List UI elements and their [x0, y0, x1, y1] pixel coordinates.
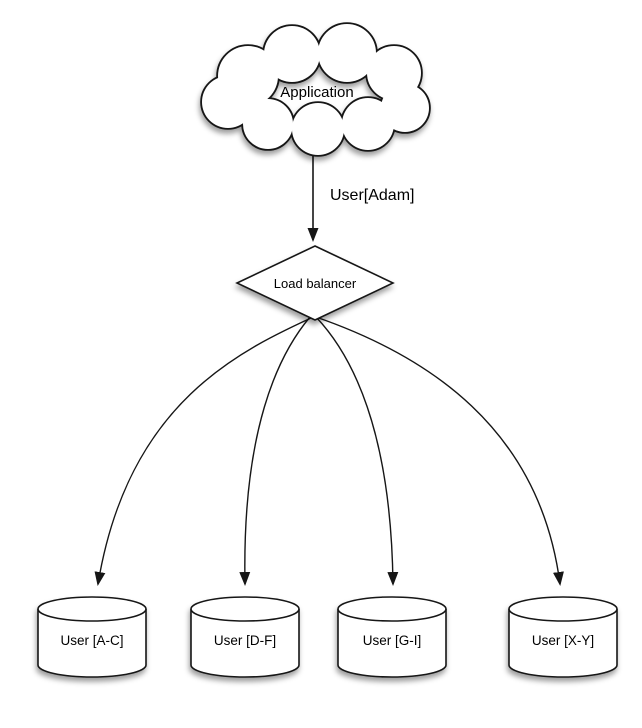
cloud-body: [202, 24, 429, 155]
edge-lb-to-shard-x-y: [303, 312, 564, 586]
shard-label-d-f: User [D-F]: [214, 633, 276, 648]
load-balancer-label: Load balancer: [274, 276, 357, 291]
shard-cylinder-x-y: [508, 596, 618, 678]
edge-lb-to-shard-a-c: [94, 312, 323, 586]
edge-lb-to-shard-d-f: [239, 316, 311, 586]
shard-label-a-c: User [A-C]: [60, 633, 123, 648]
load-balancer-diamond-node: [235, 245, 395, 321]
application-cloud-node: [200, 22, 431, 157]
shard-cylinder-g-i: [337, 596, 447, 678]
edge-label-user-adam: User[Adam]: [330, 187, 414, 204]
shard-cylinder-d-f: [190, 596, 300, 678]
edge-lb-to-shard-g-i: [315, 316, 399, 586]
application-label: Application: [280, 84, 353, 101]
shard-label-g-i: User [G-I]: [363, 633, 422, 648]
shard-label-x-y: User [X-Y]: [532, 633, 594, 648]
shard-cylinder-a-c: [37, 596, 147, 678]
